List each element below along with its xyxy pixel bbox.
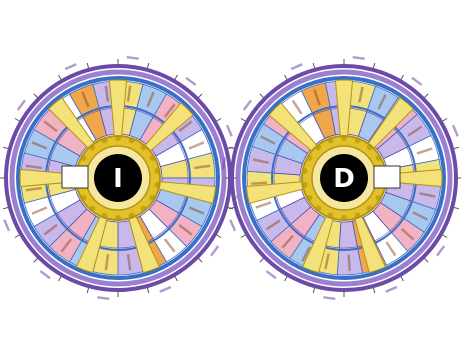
rim-label-dash [40,270,51,279]
rim-label-dash [127,56,139,60]
collarette-node [327,213,333,219]
collarette-node [129,137,135,143]
rim-label-dash [226,125,233,137]
collarette-node [150,155,156,161]
rim-label-dash [452,125,459,137]
collarette-node [129,213,135,219]
collarette-node [80,195,86,201]
collarette-node [101,213,107,219]
collarette-node [302,182,308,188]
collarette-node [341,215,347,221]
collarette-node [89,206,95,212]
rim-label-dash [243,100,252,111]
collarette-node [115,135,121,141]
center-letter: D [333,164,355,194]
rim-label-dash [210,245,219,256]
collarette-node [376,195,382,201]
collarette-node [376,155,382,161]
rim-label-dash [97,296,109,300]
rim-label-dash [159,286,171,293]
rim-label-dash [291,63,303,70]
iris-chart-right: D [222,56,461,300]
collarette-node [89,144,95,150]
collarette-node [80,155,86,161]
collarette-node [315,144,321,150]
collarette-node [141,206,147,212]
collarette-node [355,137,361,143]
rim-label-dash [3,219,10,231]
collarette-node [150,195,156,201]
rim-label-dash [323,296,335,300]
collarette-node [101,137,107,143]
rim-label-dash [266,270,277,279]
rim-label-dash [185,77,196,86]
collarette-node [367,206,373,212]
rim-label-dash [436,245,445,256]
collarette-node [115,215,121,221]
center-letter: I [113,164,123,194]
collarette-node [141,144,147,150]
collarette-node [306,195,312,201]
collarette-node [154,182,160,188]
side-label-box [374,166,400,188]
rim-label-dash [17,100,26,111]
collarette-node [355,213,361,219]
iris-chart-left: I [0,56,240,300]
rim-label-dash [353,56,365,60]
rim-label-dash [65,63,77,70]
rim-label-dash [411,77,422,86]
collarette-node [327,137,333,143]
collarette-node [341,135,347,141]
side-label-box [62,166,88,188]
rim-label-dash [385,286,397,293]
collarette-node [306,155,312,161]
collarette-node [367,144,373,150]
collarette-node [302,168,308,174]
collarette-node [315,206,321,212]
collarette-node [154,168,160,174]
rim-label-dash [229,219,236,231]
